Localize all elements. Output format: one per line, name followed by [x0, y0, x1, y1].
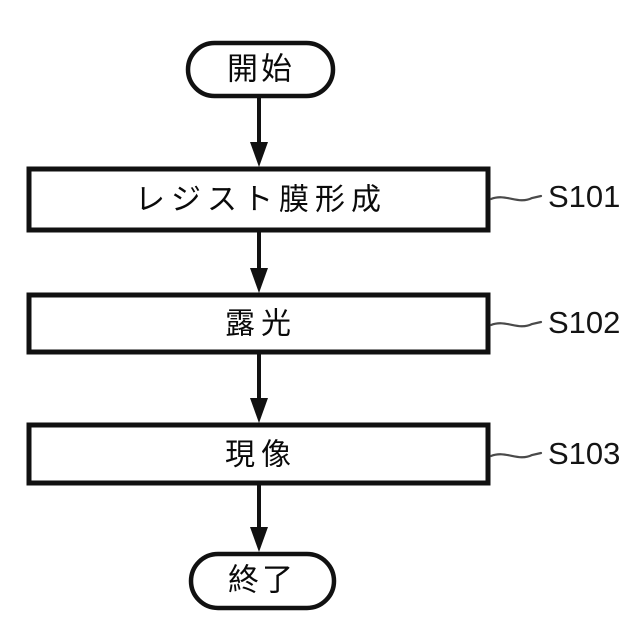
node-s102[interactable]: 露光 [26, 292, 491, 355]
node-s101[interactable]: レジスト膜形成 [26, 166, 491, 233]
process-box-s102-label: 露光 [225, 307, 297, 342]
end-terminator-label: 終了 [228, 563, 296, 599]
leader-line-s102 [489, 320, 543, 328]
start-terminator-label: 開始 [227, 52, 295, 88]
node-start[interactable]: 開始 [185, 40, 336, 99]
connector-s102-to-s103 [250, 352, 268, 423]
arrow-head-1 [250, 142, 268, 167]
process-box-s101-shape [26, 166, 491, 233]
process-box-s103-label: 現像 [225, 438, 297, 473]
step-label-s102-group: S102 [489, 305, 620, 340]
process-box-s103-shape [26, 422, 491, 486]
step-label-s101-group: S101 [489, 179, 620, 214]
end-terminator-shape [188, 551, 337, 611]
node-s103[interactable]: 現像 [26, 422, 491, 486]
node-end[interactable]: 終了 [188, 551, 337, 611]
step-label-s103: S103 [548, 436, 620, 471]
leader-line-s103 [489, 451, 543, 459]
leader-line-s101 [489, 194, 543, 202]
process-box-s101-label: レジスト膜形成 [135, 183, 387, 218]
connector-s103-to-end [250, 483, 268, 552]
connector-start-to-s101 [250, 96, 268, 167]
arrow-head-2 [250, 268, 268, 293]
arrow-head-3 [250, 398, 268, 423]
step-label-s101: S101 [548, 179, 620, 214]
connector-s101-to-s102 [250, 230, 268, 293]
step-label-s103-group: S103 [489, 436, 620, 471]
step-label-s102: S102 [548, 305, 620, 340]
arrow-head-4 [250, 527, 268, 552]
